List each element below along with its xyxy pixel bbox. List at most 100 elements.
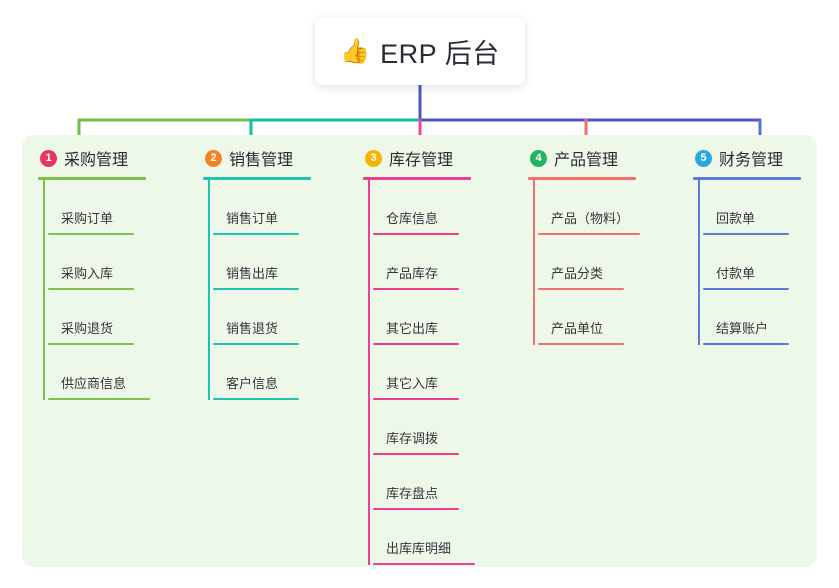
branch-badge-5: 5 [695, 149, 712, 167]
branch-title-4: 产品管理 [554, 152, 619, 169]
branch-stem-5 [698, 180, 700, 345]
item-rule [373, 453, 459, 455]
branch-column-4: 4 产品管理 产品（物料） 产品分类 产品单位 [528, 146, 678, 345]
item-rule [48, 343, 134, 345]
item-rule [373, 563, 475, 565]
list-item[interactable]: 产品（物料） [533, 180, 678, 235]
item-label: 产品（物料） [551, 211, 630, 226]
branch-header-1[interactable]: 1 采购管理 [38, 146, 188, 170]
list-item[interactable]: 产品库存 [368, 235, 513, 290]
item-label: 库存盘点 [386, 486, 439, 501]
root-node-title: ERP 后台 [380, 39, 500, 69]
branch-items-3: 仓库信息 产品库存 其它出库 其它入库 库存调拨 库存盘点 [363, 180, 513, 565]
branch-title-3: 库存管理 [389, 152, 454, 169]
item-label: 其它出库 [386, 321, 439, 336]
item-label: 产品分类 [551, 266, 604, 281]
item-rule [703, 288, 789, 290]
list-item[interactable]: 销售订单 [208, 180, 353, 235]
list-item[interactable]: 销售退货 [208, 290, 353, 345]
item-rule [538, 233, 640, 235]
branch-rule-1 [38, 177, 146, 180]
list-item[interactable]: 回款单 [698, 180, 839, 235]
branch-items-2: 销售订单 销售出库 销售退货 客户信息 [203, 180, 353, 400]
branch-badge-2: 2 [205, 149, 222, 167]
list-item[interactable]: 产品分类 [533, 235, 678, 290]
branch-badge-3: 3 [365, 149, 382, 167]
branch-header-2[interactable]: 2 销售管理 [203, 146, 353, 170]
list-item[interactable]: 库存盘点 [368, 455, 513, 510]
item-label: 供应商信息 [61, 376, 127, 391]
list-item[interactable]: 结算账户 [698, 290, 839, 345]
list-item[interactable]: 采购入库 [43, 235, 188, 290]
branch-stem-1 [43, 180, 45, 400]
branch-title-1: 采购管理 [64, 152, 129, 169]
item-label: 回款单 [716, 211, 756, 226]
item-label: 采购退货 [61, 321, 114, 336]
item-rule [703, 233, 789, 235]
item-rule [213, 398, 299, 400]
item-label: 产品库存 [386, 266, 439, 281]
item-label: 销售订单 [226, 211, 279, 226]
branch-stem-3 [368, 180, 370, 565]
item-label: 结算账户 [716, 321, 769, 336]
item-label: 销售退货 [226, 321, 279, 336]
item-rule [48, 288, 134, 290]
item-label: 采购入库 [61, 266, 114, 281]
item-rule [48, 233, 134, 235]
item-label: 产品单位 [551, 321, 604, 336]
root-node-card[interactable]: 👍 ERP 后台 [315, 18, 525, 85]
branch-title-5: 财务管理 [719, 152, 784, 169]
branch-stem-4 [533, 180, 535, 345]
item-label: 库存调拨 [386, 431, 439, 446]
item-rule [373, 288, 459, 290]
branch-stem-2 [208, 180, 210, 400]
item-label: 销售出库 [226, 266, 279, 281]
list-item[interactable]: 库存调拨 [368, 400, 513, 455]
item-rule [48, 398, 150, 400]
branch-rule-2 [203, 177, 311, 180]
branch-items-1: 采购订单 采购入库 采购退货 供应商信息 [38, 180, 188, 400]
item-rule [703, 343, 789, 345]
thumbs-up-icon: 👍 [340, 37, 371, 65]
branch-column-1: 1 采购管理 采购订单 采购入库 采购退货 供应商信息 [38, 146, 188, 400]
branch-header-5[interactable]: 5 财务管理 [693, 146, 839, 170]
list-item[interactable]: 付款单 [698, 235, 839, 290]
branch-items-5: 回款单 付款单 结算账户 [693, 180, 839, 345]
branch-badge-4: 4 [530, 149, 547, 167]
branch-column-5: 5 财务管理 回款单 付款单 结算账户 [693, 146, 839, 345]
branch-badge-1: 1 [40, 149, 57, 167]
item-rule [373, 508, 459, 510]
list-item[interactable]: 销售出库 [208, 235, 353, 290]
branch-header-3[interactable]: 3 库存管理 [363, 146, 513, 170]
branch-column-3: 3 库存管理 仓库信息 产品库存 其它出库 其它入库 库存调拨 [363, 146, 513, 565]
item-rule [373, 398, 459, 400]
branch-title-2: 销售管理 [229, 152, 294, 169]
list-item[interactable]: 产品单位 [533, 290, 678, 345]
branches-panel [22, 135, 817, 567]
list-item[interactable]: 其它出库 [368, 290, 513, 345]
item-rule [373, 343, 459, 345]
list-item[interactable]: 采购订单 [43, 180, 188, 235]
list-item[interactable]: 仓库信息 [368, 180, 513, 235]
item-rule [538, 288, 624, 290]
branch-rule-4 [528, 177, 636, 180]
item-rule [213, 343, 299, 345]
list-item[interactable]: 采购退货 [43, 290, 188, 345]
list-item[interactable]: 出库库明细 [368, 510, 513, 565]
item-rule [213, 288, 299, 290]
branch-items-4: 产品（物料） 产品分类 产品单位 [528, 180, 678, 345]
branch-header-4[interactable]: 4 产品管理 [528, 146, 678, 170]
list-item[interactable]: 客户信息 [208, 345, 353, 400]
item-label: 付款单 [716, 266, 756, 281]
branch-rule-5 [693, 177, 801, 180]
item-label: 其它入库 [386, 376, 439, 391]
item-rule [213, 233, 299, 235]
branch-column-2: 2 销售管理 销售订单 销售出库 销售退货 客户信息 [203, 146, 353, 400]
list-item[interactable]: 供应商信息 [43, 345, 188, 400]
list-item[interactable]: 其它入库 [368, 345, 513, 400]
item-label: 采购订单 [61, 211, 114, 226]
item-rule [538, 343, 624, 345]
item-label: 客户信息 [226, 376, 279, 391]
item-label: 仓库信息 [386, 211, 439, 226]
